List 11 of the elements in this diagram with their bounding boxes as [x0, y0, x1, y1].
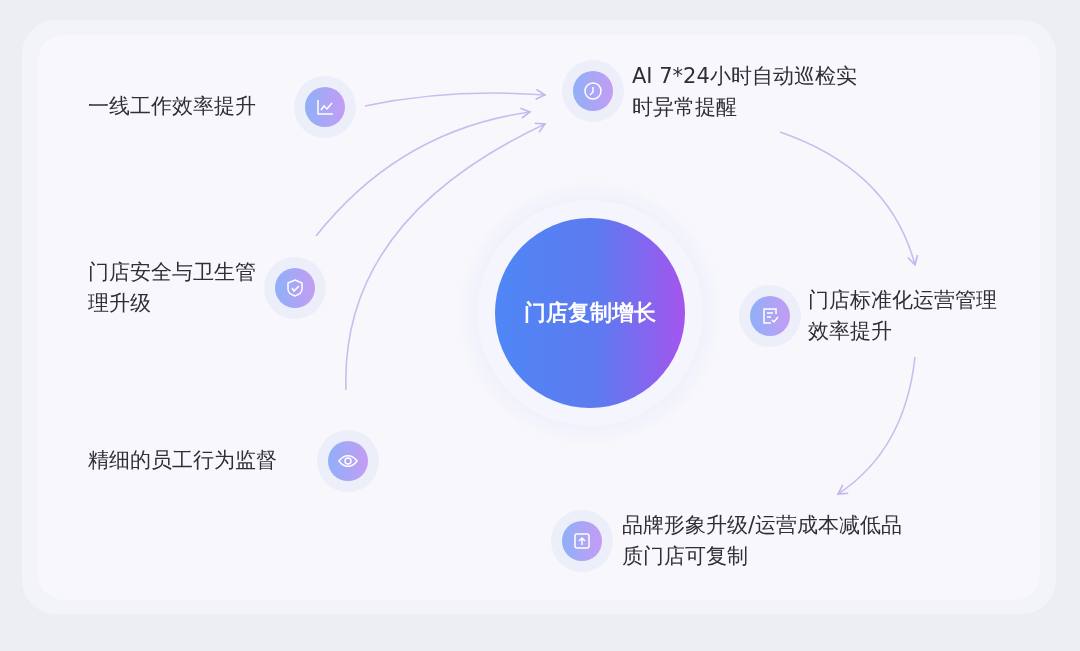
item-text: 一线工作效率提升 — [88, 93, 257, 120]
item-text: 品牌形象升级/运营成本减低品质门店可复制 — [622, 512, 904, 570]
arrow — [345, 122, 546, 391]
item-text: 精细的员工行为监督 — [88, 447, 278, 474]
item-text: 门店安全与卫生管理升级 — [88, 259, 257, 317]
item-text: AI 7*24小时自动巡检实时异常提醒 — [632, 63, 857, 121]
item-text: 门店标准化运营管理效率提升 — [808, 287, 998, 345]
arrow — [315, 107, 531, 237]
arrow — [779, 131, 918, 266]
arrow — [364, 88, 546, 107]
arrow — [837, 356, 916, 495]
